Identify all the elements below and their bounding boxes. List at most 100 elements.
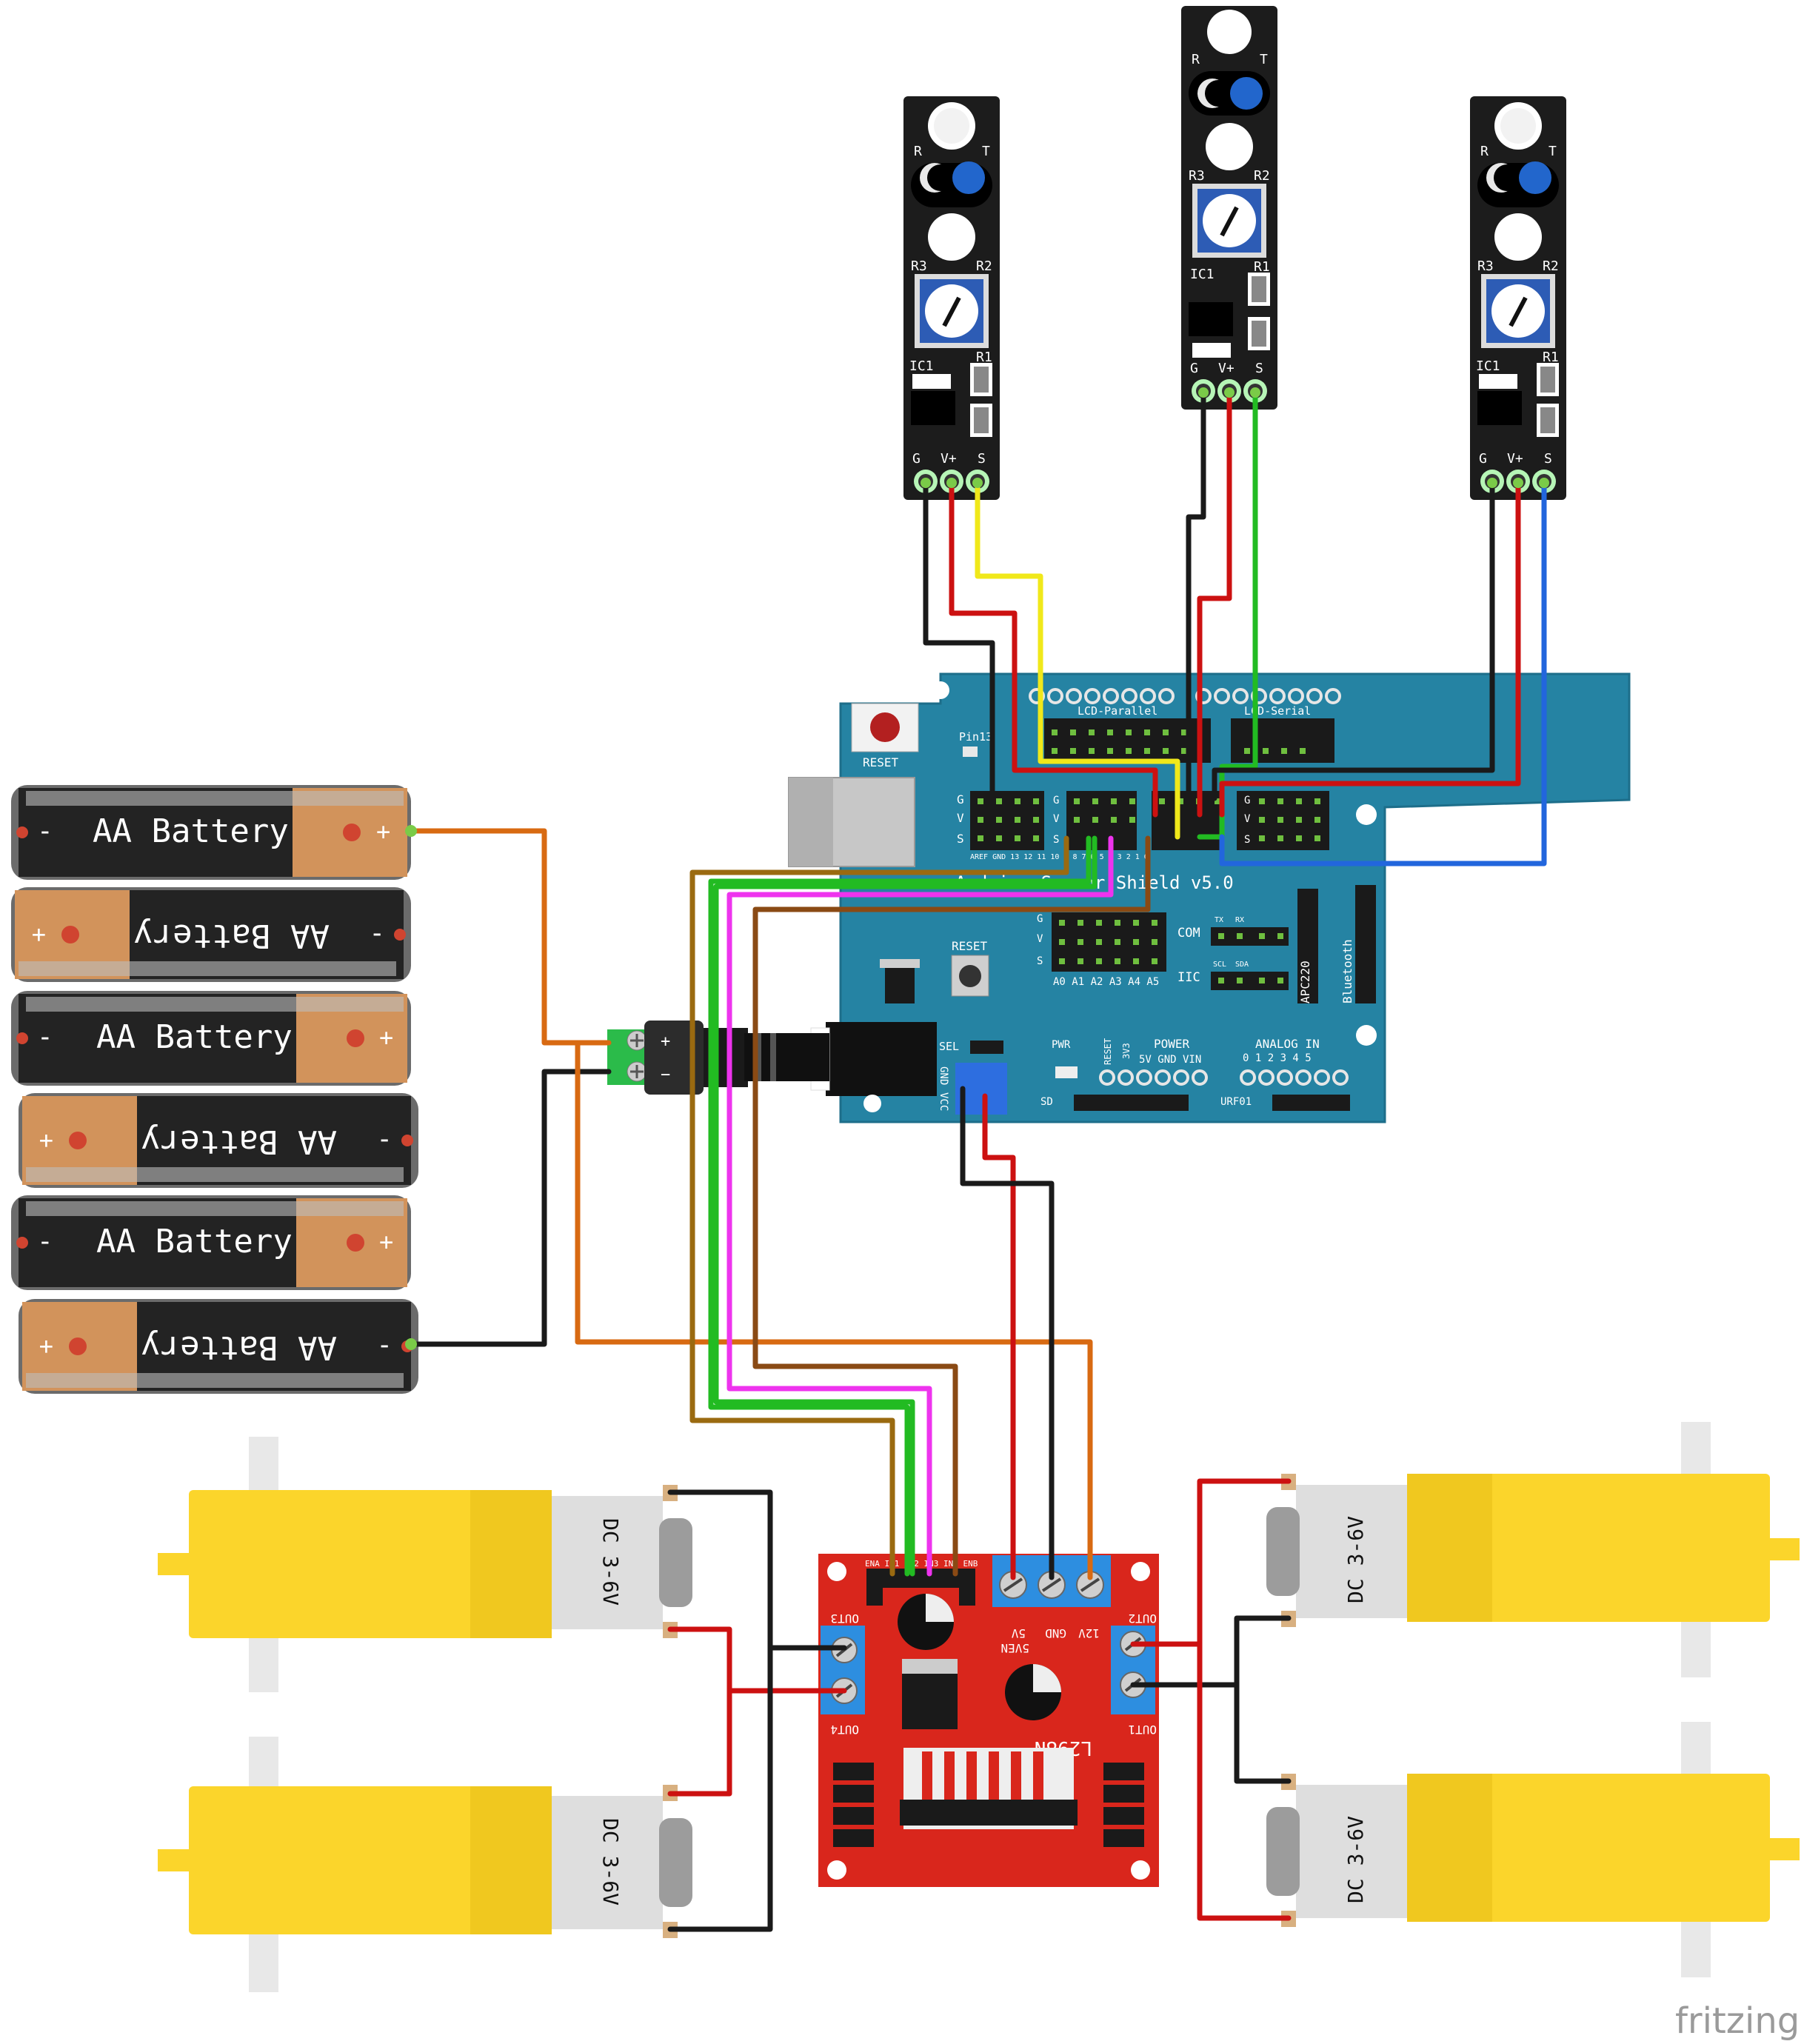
indicator-led xyxy=(928,213,975,261)
line-sensor-right: R T R3 R2 IC1 R1 G V+ S xyxy=(1470,96,1566,500)
lcd-parallel-header[interactable] xyxy=(1044,718,1211,763)
pin-label-s: S xyxy=(1255,361,1263,376)
battery-label: AA Battery xyxy=(141,1329,337,1366)
apc220-label: APC220 xyxy=(1298,961,1312,1003)
battery-plus: + xyxy=(32,921,46,949)
pin-label-vplus: V+ xyxy=(1218,361,1235,376)
row-v-label: V xyxy=(957,811,964,825)
power-label: POWER xyxy=(1154,1037,1190,1051)
pwr-label: PWR xyxy=(1052,1039,1071,1051)
urf01-header[interactable] xyxy=(1272,1095,1350,1111)
motor-left-top: DC 3-6V xyxy=(158,1437,692,1692)
line-sensor-middle: R T R3 R2 IC1 R1 G V+ S xyxy=(1181,6,1277,410)
ir-receiver xyxy=(952,161,985,194)
apc220-header[interactable] xyxy=(1297,889,1318,1003)
analog-row-g: G xyxy=(1037,913,1043,925)
regulator-5v xyxy=(902,1670,958,1729)
label-t: T xyxy=(1549,144,1557,159)
wire-s1-signal xyxy=(975,480,1180,840)
wire-12v-driver xyxy=(575,1040,1093,1580)
ir-receiver xyxy=(1230,77,1263,110)
motor-left-bottom: DC 3-6V xyxy=(158,1737,692,1992)
wire-s2-gnd xyxy=(1186,390,1206,803)
lcd-serial-header[interactable] xyxy=(1231,718,1334,763)
label-r3: R3 xyxy=(1189,168,1205,184)
battery-label: AA Battery xyxy=(93,812,289,850)
analog-row-s: S xyxy=(1037,955,1043,967)
label-5ven: 5VEN xyxy=(1000,1641,1029,1655)
label-r3: R3 xyxy=(1477,258,1494,274)
battery-label: AA Battery xyxy=(141,1123,337,1160)
label-out3: OUT3 xyxy=(830,1612,859,1626)
battery-1: - AA Battery + xyxy=(11,785,411,880)
mount-hole xyxy=(863,1095,881,1112)
bluetooth-header[interactable] xyxy=(1355,885,1376,1003)
wire-s3-gnd xyxy=(1212,480,1495,801)
battery-minus: - xyxy=(37,1022,53,1052)
tx-label: TX xyxy=(1215,916,1223,924)
battery-2: - AA Battery + xyxy=(11,887,411,982)
lcd-parallel-label: LCD-Parallel xyxy=(1078,704,1157,718)
mount-hole xyxy=(1356,1025,1377,1046)
label-out1: OUT1 xyxy=(1128,1723,1157,1737)
jack-plus-label: + xyxy=(661,1032,670,1051)
bluetooth-label: Bluetooth xyxy=(1340,939,1354,1003)
sd-header[interactable] xyxy=(1074,1095,1189,1111)
label-ic1: IC1 xyxy=(1476,358,1500,374)
label-r2: R2 xyxy=(976,258,992,274)
fritzing-logo: fritzing xyxy=(1675,2000,1800,2042)
row-g-label-2: G xyxy=(1053,795,1059,806)
pin-label-s: S xyxy=(1544,451,1552,467)
reset-label: RESET xyxy=(952,939,988,953)
label-5v: 5V xyxy=(1011,1626,1026,1640)
indicator-led xyxy=(1206,123,1253,170)
rx-label: RX xyxy=(1235,916,1244,924)
power-header-holes xyxy=(1099,1069,1208,1086)
wire-motor-rt-b xyxy=(1130,1615,1292,1688)
motor-label: DC 3-6V xyxy=(598,1818,623,1906)
motor-label: DC 3-6V xyxy=(598,1518,623,1606)
wire-motor-rt-a xyxy=(1130,1478,1292,1647)
vcc-label: VCC xyxy=(938,1092,949,1111)
sel-jumper[interactable] xyxy=(970,1041,1003,1054)
l298n-chip xyxy=(900,1800,1078,1826)
row-s-label-2: S xyxy=(1053,834,1059,846)
row-g-label-3: G xyxy=(1244,795,1250,806)
label-r3: R3 xyxy=(911,258,927,274)
dc-barrel-jack-adapter: + − xyxy=(607,1021,829,1095)
battery-plus: + xyxy=(376,818,390,846)
battery-5: - AA Battery + xyxy=(11,1195,411,1290)
power-reset-label: RESET xyxy=(1103,1038,1113,1065)
motor-label: DC 3-6V xyxy=(1343,1816,1368,1903)
wire-ena xyxy=(689,835,1069,1577)
battery-plus: + xyxy=(39,1333,53,1361)
jack-body xyxy=(644,1021,704,1095)
pin-label-s: S xyxy=(978,451,986,467)
lcd-serial-label: LCD-Serial xyxy=(1244,704,1311,718)
pin-label-vplus: V+ xyxy=(941,451,957,467)
label-r2: R2 xyxy=(1543,258,1559,274)
label-r1: R1 xyxy=(976,350,992,365)
wire-in1b xyxy=(713,835,1098,1577)
label-gnd: GND xyxy=(1045,1626,1066,1640)
wire-shield-5v xyxy=(982,1093,1016,1580)
scl-label: SCL xyxy=(1213,961,1226,969)
row-v-label-2: V xyxy=(1053,813,1060,825)
label-r1: R1 xyxy=(1543,350,1559,365)
top-header-holes xyxy=(1029,688,1341,704)
analog-header[interactable] xyxy=(1052,912,1166,972)
battery-minus: - xyxy=(37,1226,53,1257)
battery-label: AA Battery xyxy=(133,917,330,955)
sd-label: SD xyxy=(1040,1096,1053,1108)
label-r2: R2 xyxy=(1254,168,1270,184)
pin-label-g: G xyxy=(1479,451,1487,467)
motor-label: DC 3-6V xyxy=(1343,1516,1368,1603)
battery-plus: + xyxy=(379,1023,393,1052)
wire-in3 xyxy=(752,835,1151,1577)
battery-label: AA Battery xyxy=(96,1018,293,1056)
voltage-regulator xyxy=(885,963,915,1003)
analog-pin-labels: A0 A1 A2 A3 A4 A5 xyxy=(1053,976,1159,988)
label-12v: 12V xyxy=(1078,1626,1100,1640)
wire-s3-signal xyxy=(1219,480,1547,866)
wire-motor-lb-b xyxy=(667,1645,773,1932)
